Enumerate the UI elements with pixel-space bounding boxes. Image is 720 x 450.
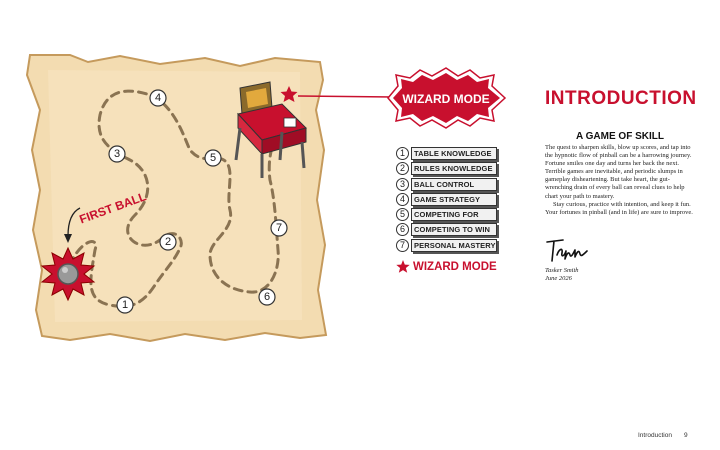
paragraph: The quest to sharpen skills, blow up sco… bbox=[545, 144, 692, 200]
legend-item-competing-to-win: 6 COMPETING TO WIN bbox=[396, 222, 506, 237]
author-signoff: Tasker Smith June 2026 bbox=[545, 267, 579, 283]
svg-text:WIZARD MODE: WIZARD MODE bbox=[402, 92, 489, 106]
svg-text:6: 6 bbox=[264, 291, 270, 303]
map-stop-3: 3 bbox=[108, 145, 126, 163]
legend-item-table-knowledge: 1 TABLE KNOWLEDGE bbox=[396, 146, 506, 161]
star-icon bbox=[396, 260, 410, 273]
legend-item-rules-knowledge: 2 RULES KNOWLEDGE bbox=[396, 161, 506, 176]
svg-text:5: 5 bbox=[210, 152, 216, 164]
legend-number: 1 bbox=[396, 147, 409, 160]
svg-text:1: 1 bbox=[122, 299, 128, 311]
section-heading: A GAME OF SKILL bbox=[576, 131, 664, 142]
legend-label: COMPETING FOR FUN bbox=[411, 208, 497, 230]
legend-label: RULES KNOWLEDGE bbox=[411, 162, 497, 176]
legend-label: PERSONAL MASTERY bbox=[411, 238, 497, 252]
legend-number: 6 bbox=[396, 223, 409, 237]
map-stop-7: 7 bbox=[270, 219, 288, 237]
legend-number: 2 bbox=[396, 162, 409, 176]
intro-body: The quest to sharpen skills, blow up sco… bbox=[545, 144, 695, 217]
footer-section-name: Introduction bbox=[638, 432, 672, 439]
svg-text:4: 4 bbox=[155, 92, 161, 104]
wizard-mode-banner: WIZARD MODE bbox=[387, 67, 507, 129]
map-stop-5: 5 bbox=[204, 149, 222, 167]
map-stop-6: 6 bbox=[258, 288, 276, 306]
map-trail bbox=[68, 89, 280, 308]
legend-label: BALL CONTROL bbox=[411, 177, 497, 191]
legend-item-competing-for-fun: 5 COMPETING FOR FUN bbox=[396, 207, 506, 230]
pinball-machine-icon bbox=[234, 81, 307, 178]
svg-text:3: 3 bbox=[114, 148, 120, 160]
page-number: 9 bbox=[684, 432, 688, 439]
first-ball-burst-icon bbox=[40, 246, 96, 302]
legend-item-ball-control: 3 BALL CONTROL bbox=[396, 177, 506, 192]
wizard-connector-line bbox=[297, 95, 396, 98]
legend-number: 3 bbox=[396, 177, 409, 191]
legend-number: 5 bbox=[396, 208, 409, 222]
legend-item-personal-mastery: 7 PERSONAL MASTERY bbox=[396, 238, 506, 253]
first-ball-arrow bbox=[67, 207, 81, 237]
wizard-mode-label: WIZARD MODE bbox=[413, 261, 497, 273]
paragraph: Stay curious, practice with intention, a… bbox=[545, 200, 693, 216]
page-title: INTRODUCTION bbox=[545, 88, 697, 109]
svg-text:7: 7 bbox=[276, 222, 282, 234]
legend-label: TABLE KNOWLEDGE bbox=[411, 147, 497, 160]
map-stop-2: 2 bbox=[159, 233, 177, 251]
legend-label: GAME STRATEGY bbox=[411, 192, 497, 206]
author-date: June 2026 bbox=[545, 275, 572, 282]
legend-number: 4 bbox=[396, 192, 409, 206]
legend-item-game-strategy: 4 GAME STRATEGY bbox=[396, 192, 506, 207]
signature-image bbox=[546, 239, 588, 262]
wizard-star-icon bbox=[280, 86, 298, 102]
svg-text:2: 2 bbox=[165, 236, 171, 248]
map-stop-1: 1 bbox=[116, 296, 134, 314]
legend-label: COMPETING TO WIN bbox=[411, 223, 497, 237]
author-name: Tasker Smith bbox=[545, 267, 579, 274]
legend-number: 7 bbox=[396, 238, 409, 252]
map-stop-4: 4 bbox=[149, 89, 167, 107]
map-legend: 1 TABLE KNOWLEDGE 2 RULES KNOWLEDGE 3 BA… bbox=[396, 146, 506, 253]
